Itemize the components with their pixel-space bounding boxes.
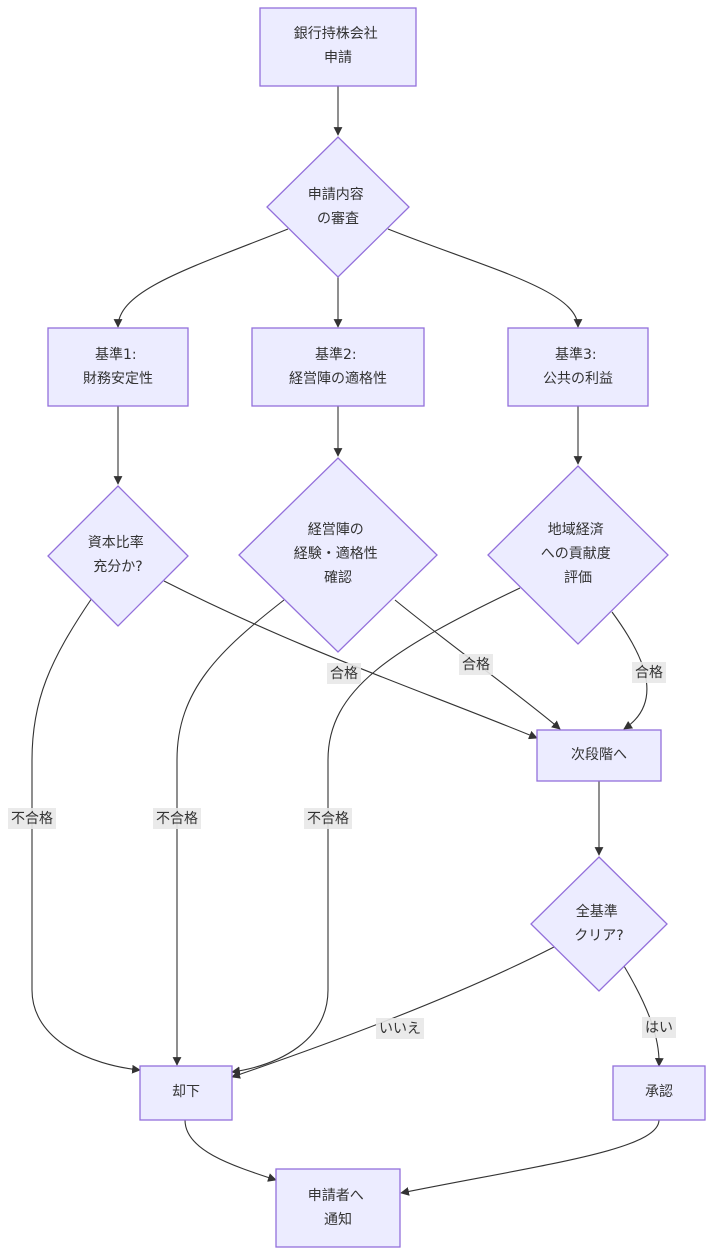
svg-text:不合格: 不合格 <box>156 811 198 827</box>
svg-text:銀行持株会社 申請: 銀行持株会社 申請 <box>294 26 382 66</box>
edge-review-c3 <box>387 228 583 328</box>
node-decision-capital: 資本比率 充分か? <box>47 485 189 627</box>
node-approve: 承認 <box>612 1065 706 1121</box>
node-apply: 銀行持株会社 申請 <box>259 7 417 87</box>
svg-text:合格: 合格 <box>635 665 663 681</box>
edges <box>31 86 664 1196</box>
svg-text:資本比率 充分か?: 資本比率 充分か? <box>88 534 148 575</box>
edge-reject-notify <box>184 1119 277 1182</box>
edge-label-d2-fail: 不合格 <box>153 808 201 829</box>
edge-approve-notify <box>400 1119 660 1196</box>
svg-text:経営陣の 経験・適格性 確認: 経営陣の 経験・適格性 確認 <box>294 522 382 586</box>
svg-text:承認: 承認 <box>645 1084 673 1100</box>
edge-review-c1 <box>113 228 289 328</box>
svg-text:合格: 合格 <box>462 657 490 673</box>
edge-label-yes: はい <box>642 1017 676 1038</box>
svg-text:基準1: 財務安定性: 基準1: 財務安定性 <box>83 346 153 387</box>
edge-label-d1-pass: 合格 <box>327 663 361 684</box>
svg-text:申請者へ 通知: 申請者へ 通知 <box>308 1188 368 1228</box>
edge-d2-reject <box>172 599 285 1066</box>
edge-label-d1-fail: 不合格 <box>8 808 56 829</box>
svg-text:地域経済 への貢献度 評価: 地域経済 への貢献度 評価 <box>541 522 615 586</box>
edge-label-d3-pass: 合格 <box>632 662 666 683</box>
svg-text:合格: 合格 <box>330 666 358 682</box>
edge-label-no: いいえ <box>376 1018 424 1039</box>
node-decision-management: 経営陣の 経験・適格性 確認 <box>238 457 438 653</box>
svg-text:はい: はい <box>645 1020 673 1036</box>
node-review: 申請内容 の審査 <box>266 136 410 278</box>
node-reject: 却下 <box>139 1065 233 1121</box>
node-criteria-1: 基準1: 財務安定性 <box>47 327 189 407</box>
svg-text:次段階へ: 次段階へ <box>571 747 627 763</box>
svg-text:不合格: 不合格 <box>307 811 349 827</box>
edge-label-d2-pass: 合格 <box>459 654 493 675</box>
node-notify: 申請者へ 通知 <box>275 1168 401 1248</box>
svg-text:基準2: 経営陣の適格性: 基準2: 経営陣の適格性 <box>289 346 387 387</box>
svg-text:基準3: 公共の利益: 基準3: 公共の利益 <box>543 346 613 387</box>
svg-text:いいえ: いいえ <box>379 1021 421 1037</box>
edge-d3-reject <box>231 587 521 1076</box>
svg-text:却下: 却下 <box>172 1084 200 1100</box>
nodes: 銀行持株会社 申請 申請内容 の審査 基準1: 財務安定性 基準2: 経営陣の適… <box>47 7 706 1248</box>
edge-d1-reject <box>31 597 141 1074</box>
svg-text:不合格: 不合格 <box>11 811 53 827</box>
node-criteria-3: 基準3: 公共の利益 <box>507 327 649 407</box>
svg-text:全基準 クリア?: 全基準 クリア? <box>574 903 623 944</box>
edge-all-approve <box>623 965 664 1067</box>
node-decision-public-interest: 地域経済 への貢献度 評価 <box>487 465 669 645</box>
node-decision-all-criteria: 全基準 クリア? <box>530 856 668 992</box>
node-next-stage: 次段階へ <box>536 729 662 782</box>
edge-all-reject <box>231 946 555 1079</box>
edge-labels: 合格 合格 合格 不合格 不合格 不合格 いいえ はい <box>8 654 676 1039</box>
node-criteria-2: 基準2: 経営陣の適格性 <box>251 327 425 407</box>
svg-text:申請内容 の審査: 申請内容 の審査 <box>308 186 368 227</box>
edge-label-d3-fail: 不合格 <box>304 808 352 829</box>
